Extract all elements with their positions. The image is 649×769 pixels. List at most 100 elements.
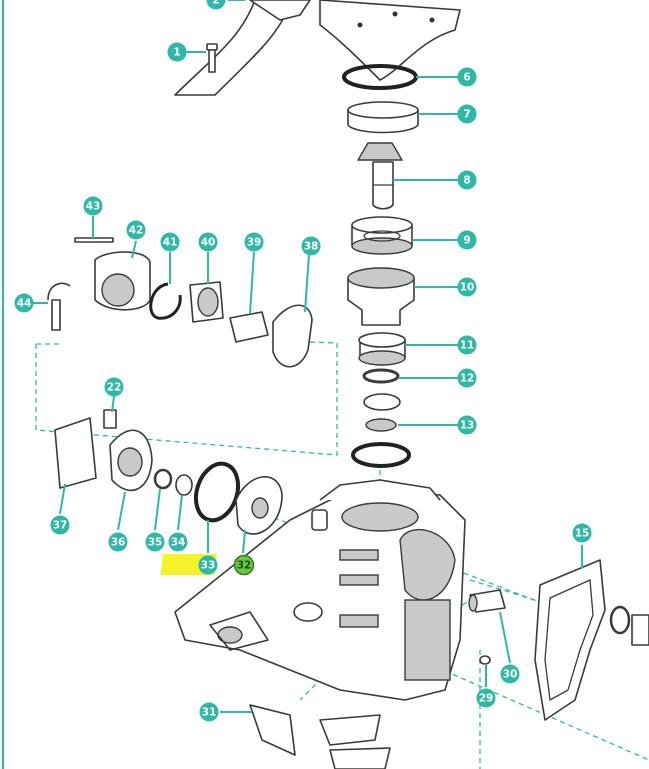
gear-nut-part [363, 393, 401, 432]
callout-44: 44 [14, 293, 34, 313]
callout-badge [244, 232, 264, 252]
callout-badge [457, 230, 477, 250]
screw-part [206, 43, 218, 73]
pinion-gear-part [356, 142, 404, 210]
callout-number: 2 [212, 0, 219, 7]
callout-33: 33 [198, 555, 218, 575]
callout-number: 1 [173, 47, 180, 59]
water-pump-group [47, 237, 313, 368]
callout-badge [198, 555, 218, 575]
callout-number: 22 [107, 382, 122, 394]
callout-7: 7 [457, 104, 477, 124]
callout-34: 34 [168, 532, 188, 552]
callout-number: 15 [575, 528, 590, 540]
callout-number: 12 [460, 373, 475, 385]
callout-number: 7 [463, 109, 470, 121]
gasket-part [534, 559, 606, 721]
callout-leader-lines [33, 0, 583, 713]
gear-case-housing [174, 479, 466, 701]
callout-badge [198, 232, 218, 252]
callout-38: 38 [301, 236, 321, 256]
callout-badge [206, 0, 226, 10]
dowel-pins-part [468, 589, 506, 665]
callout-41: 41 [160, 232, 180, 252]
callout-badge [14, 293, 34, 313]
roller-bearing-part [358, 332, 406, 366]
callout-number: 10 [460, 282, 475, 294]
callout-number: 30 [503, 669, 518, 681]
top-bracket-part [174, 0, 461, 96]
anode-part [249, 704, 296, 756]
callout-2: 2 [206, 0, 226, 10]
callout-badge [457, 170, 477, 190]
callout-number: 43 [86, 201, 101, 213]
bearing-edge-part [631, 614, 649, 646]
tapered-bearing-part [351, 216, 413, 255]
callout-30: 30 [500, 664, 520, 684]
callout-badge [233, 554, 255, 576]
callout-number: 42 [129, 225, 144, 237]
callout-badge [108, 532, 128, 552]
callout-40: 40 [198, 232, 218, 252]
callout-number: 31 [202, 707, 217, 719]
callout-badge [457, 104, 477, 124]
callout-badge [457, 368, 477, 388]
bearing-cup-part [347, 101, 419, 134]
callout-number: 38 [304, 241, 319, 253]
callout-number: 13 [460, 420, 475, 432]
callout-badge [572, 523, 592, 543]
callout-22: 22 [104, 377, 124, 397]
callout-number: 36 [111, 537, 126, 549]
plate-hole [251, 497, 269, 519]
callout-39: 39 [244, 232, 264, 252]
callout-11: 11 [457, 335, 477, 355]
bearing-housing-part [347, 267, 415, 326]
seal-ring-part [609, 605, 631, 635]
callout-layer: 1267891011121315222930313233343536373839… [14, 0, 592, 722]
callout-36: 36 [108, 532, 128, 552]
callout-number: 44 [17, 298, 32, 310]
callout-badge [167, 42, 187, 62]
callout-number: 32 [237, 560, 252, 572]
callout-number: 8 [463, 175, 470, 187]
callout-badge [457, 67, 477, 87]
callout-8: 8 [457, 170, 477, 190]
washer-part [362, 368, 400, 384]
callout-15: 15 [572, 523, 592, 543]
callout-number: 11 [460, 340, 475, 352]
side-cover-group [54, 409, 193, 496]
o-ring-large-part [351, 442, 411, 468]
callout-number: 37 [53, 520, 68, 532]
callout-badge [301, 236, 321, 256]
callout-badge [104, 377, 124, 397]
callout-32: 32 [233, 554, 255, 576]
callout-10: 10 [457, 277, 477, 297]
callout-6: 6 [457, 67, 477, 87]
callout-number: 34 [171, 537, 186, 549]
callout-badge [457, 415, 477, 435]
callout-31: 31 [199, 702, 219, 722]
callout-badge [500, 664, 520, 684]
bottom-plate-part [329, 747, 391, 769]
callout-badge [457, 277, 477, 297]
callout-12: 12 [457, 368, 477, 388]
callout-29: 29 [476, 688, 496, 708]
callout-43: 43 [83, 196, 103, 216]
callout-badge [457, 335, 477, 355]
callout-badge [160, 232, 180, 252]
callout-number: 6 [463, 72, 470, 84]
callout-13: 13 [457, 415, 477, 435]
callout-35: 35 [145, 532, 165, 552]
callout-37: 37 [50, 515, 70, 535]
bottom-gasket-part [319, 714, 381, 746]
callout-badge [83, 196, 103, 216]
callout-number: 41 [163, 237, 178, 249]
callout-9: 9 [457, 230, 477, 250]
callout-42: 42 [126, 220, 146, 240]
callout-1: 1 [167, 42, 187, 62]
callout-number: 40 [201, 237, 216, 249]
callout-badge [476, 688, 496, 708]
callout-badge [145, 532, 165, 552]
